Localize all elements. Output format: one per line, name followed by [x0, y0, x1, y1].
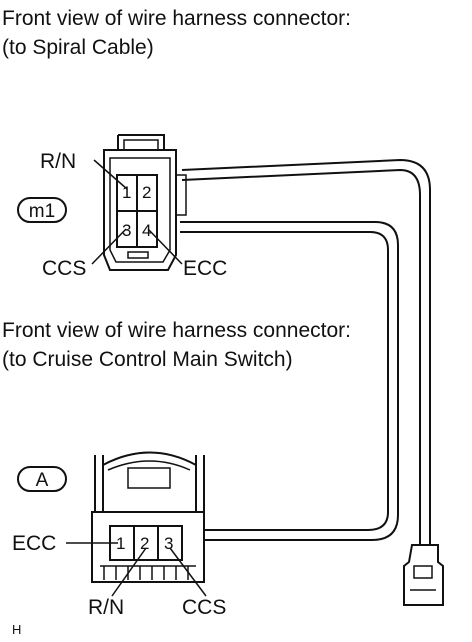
upper-connector-inner	[109, 157, 171, 263]
upper-connector: 1 2 3 4	[103, 134, 187, 271]
lower-housing-window	[127, 467, 171, 489]
cable-end-plug-window	[413, 565, 433, 579]
upper-latch-outer	[117, 134, 165, 150]
upper-pin-2: 2	[142, 183, 151, 202]
lower-connector: 1 2 3	[91, 451, 205, 583]
upper-leader-rn	[93, 159, 128, 190]
lower-pin-2: 2	[140, 534, 149, 553]
lower-connector-code: A	[36, 470, 49, 491]
upper-label-ccs: CCS	[42, 257, 86, 280]
lower-housing-top	[102, 451, 197, 513]
upper-pin-3: 3	[122, 221, 131, 240]
upper-connector-side	[176, 174, 187, 216]
upper-pin-1: 1	[122, 183, 131, 202]
lower-housing-arc	[107, 460, 191, 471]
lower-leader-ccs	[169, 547, 207, 597]
cable-inner-a	[180, 221, 399, 541]
upper-leader-ecc	[147, 228, 183, 265]
upper-caption-line2: (to Spiral Cable)	[2, 36, 154, 59]
upper-label-ecc: ECC	[183, 257, 227, 280]
cable-inner-b	[180, 231, 389, 531]
lower-pin-1: 1	[116, 534, 125, 553]
upper-label-rn: R/N	[40, 150, 76, 173]
upper-latch-inner	[123, 139, 159, 151]
upper-pin-4: 4	[142, 221, 151, 240]
lower-label-rn: R/N	[88, 596, 124, 619]
lower-connector-body	[91, 511, 205, 583]
lower-connector-code-badge: A	[17, 466, 67, 492]
cable-outer-b	[181, 168, 421, 545]
upper-leader-ccs	[91, 228, 127, 265]
upper-connector-code: m1	[29, 201, 55, 222]
lower-caption-line2: (to Cruise Control Main Switch)	[2, 348, 293, 371]
cable-outer-a	[181, 158, 431, 545]
footer-mark: H	[12, 622, 21, 637]
cable-end-plug	[403, 544, 444, 606]
lower-caption: Front view of wire harness connector: (t…	[2, 316, 351, 374]
upper-connector-code-badge: m1	[17, 197, 67, 223]
lower-label-ecc: ECC	[12, 532, 56, 555]
upper-bottom-key	[127, 251, 149, 259]
lower-caption-line1: Front view of wire harness connector:	[2, 319, 351, 342]
lower-pin-3: 3	[164, 534, 173, 553]
upper-connector-body	[103, 149, 177, 271]
lower-bottom-ribs	[100, 565, 196, 580]
lower-label-ccs: CCS	[182, 596, 226, 619]
lower-latch-right	[195, 455, 205, 513]
cable-harness	[180, 158, 444, 606]
lower-latch-left	[94, 455, 104, 513]
lower-leader-rn	[111, 547, 147, 597]
upper-caption-line1: Front view of wire harness connector:	[2, 7, 351, 30]
upper-caption: Front view of wire harness connector: (t…	[2, 4, 351, 62]
